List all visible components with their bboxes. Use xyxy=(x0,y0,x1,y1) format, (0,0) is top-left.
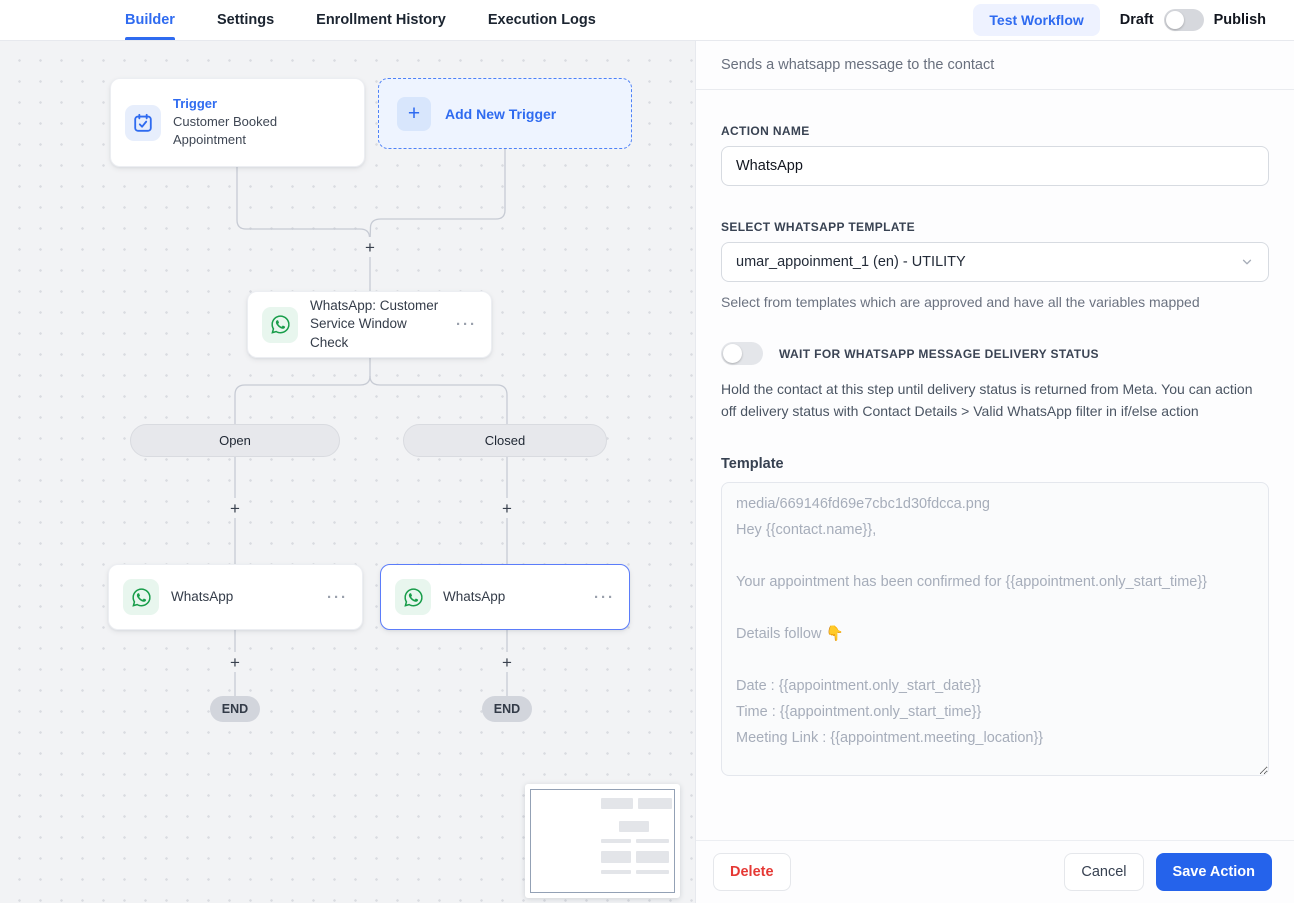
whatsapp-template-selected-value: umar_appoinment_1 (en) - UTILITY xyxy=(736,254,966,270)
wait-delivery-help: Hold the contact at this step until deli… xyxy=(721,381,1253,419)
add-step-button[interactable]: + xyxy=(225,652,245,672)
publish-label: Publish xyxy=(1213,12,1266,28)
action-settings-form: ACTION NAME SELECT WHATSAPP TEMPLATE uma… xyxy=(696,90,1294,840)
whatsapp-action-node-title: WhatsApp xyxy=(171,588,234,604)
add-new-trigger-label: Add New Trigger xyxy=(445,105,557,122)
node-menu-icon[interactable]: ··· xyxy=(327,588,348,606)
end-node: END xyxy=(210,696,260,722)
action-name-label: ACTION NAME xyxy=(721,124,810,138)
node-menu-icon[interactable]: ··· xyxy=(594,588,615,606)
add-step-button[interactable]: + xyxy=(497,652,517,672)
cancel-button[interactable]: Cancel xyxy=(1064,853,1144,891)
add-new-trigger-button[interactable]: + Add New Trigger xyxy=(378,78,632,149)
whatsapp-icon xyxy=(395,579,431,615)
trigger-node-text: Trigger Customer Booked Appointment xyxy=(173,96,323,148)
tab-execution-logs[interactable]: Execution Logs xyxy=(487,12,596,28)
whatsapp-check-node-title: WhatsApp: Customer Service Window Check xyxy=(310,298,439,350)
template-select-help: Select from templates which are approved… xyxy=(721,294,1200,310)
tab-enrollment-history[interactable]: Enrollment History xyxy=(316,12,446,28)
whatsapp-check-node[interactable]: WhatsApp: Customer Service Window Check … xyxy=(247,291,492,358)
whatsapp-icon xyxy=(123,579,159,615)
workflow-connectors xyxy=(234,149,508,696)
chevron-down-icon xyxy=(1240,255,1254,269)
toggle-knob xyxy=(1165,11,1184,29)
trigger-node[interactable]: Trigger Customer Booked Appointment xyxy=(110,78,365,167)
branch-label-closed: Closed xyxy=(403,424,607,457)
save-action-button[interactable]: Save Action xyxy=(1155,853,1272,891)
wait-delivery-toggle-label: WAIT FOR WHATSAPP MESSAGE DELIVERY STATU… xyxy=(779,346,1099,361)
minimap-viewport xyxy=(530,789,675,893)
trigger-node-title: Customer Booked Appointment xyxy=(173,114,278,147)
end-node: END xyxy=(482,696,532,722)
whatsapp-action-node-title: WhatsApp xyxy=(443,588,506,604)
whatsapp-action-node[interactable]: WhatsApp ··· xyxy=(108,564,363,630)
trigger-node-category: Trigger xyxy=(173,96,218,112)
publish-toggle[interactable] xyxy=(1163,9,1204,31)
whatsapp-icon xyxy=(262,306,298,343)
wait-delivery-toggle[interactable] xyxy=(721,342,763,365)
workflow-canvas[interactable]: Trigger Customer Booked Appointment + Ad… xyxy=(0,41,695,903)
branch-label-open: Open xyxy=(130,424,340,457)
divider xyxy=(696,89,1294,90)
test-workflow-button[interactable]: Test Workflow xyxy=(973,4,1100,36)
minimap[interactable] xyxy=(525,784,680,898)
whatsapp-action-node-selected[interactable]: WhatsApp ··· xyxy=(380,564,630,630)
tab-settings[interactable]: Settings xyxy=(216,12,275,28)
top-bar: Builder Settings Enrollment History Exec… xyxy=(0,0,1294,41)
add-step-button[interactable]: + xyxy=(360,237,380,257)
calendar-check-icon xyxy=(125,104,161,141)
toggle-knob xyxy=(723,344,742,363)
wait-delivery-toggle-row: WAIT FOR WHATSAPP MESSAGE DELIVERY STATU… xyxy=(721,342,1269,365)
header-actions: Test Workflow Draft Publish xyxy=(973,4,1266,36)
node-menu-icon[interactable]: ··· xyxy=(456,316,477,333)
template-select-label: SELECT WHATSAPP TEMPLATE xyxy=(721,220,915,234)
delete-button[interactable]: Delete xyxy=(713,853,791,891)
template-preview-textarea[interactable]: media/669146fd69e7cbc1d30fdcca.png Hey {… xyxy=(721,482,1269,777)
add-step-button[interactable]: + xyxy=(225,498,245,518)
template-preview-label: Template xyxy=(721,456,784,473)
panel-footer: Delete Cancel Save Action xyxy=(696,840,1294,903)
draft-label: Draft xyxy=(1119,12,1154,28)
action-description: Sends a whatsapp message to the contact xyxy=(721,57,995,73)
workflow-tabs: Builder Settings Enrollment History Exec… xyxy=(125,0,596,40)
action-settings-panel: Sends a whatsapp message to the contact … xyxy=(695,41,1294,903)
plus-icon: + xyxy=(397,96,431,131)
add-step-button[interactable]: + xyxy=(497,498,517,518)
whatsapp-template-select[interactable]: umar_appoinment_1 (en) - UTILITY xyxy=(721,242,1269,282)
action-name-input[interactable] xyxy=(721,146,1269,186)
tab-builder[interactable]: Builder xyxy=(125,0,175,40)
publish-control: Draft Publish xyxy=(1120,9,1266,31)
